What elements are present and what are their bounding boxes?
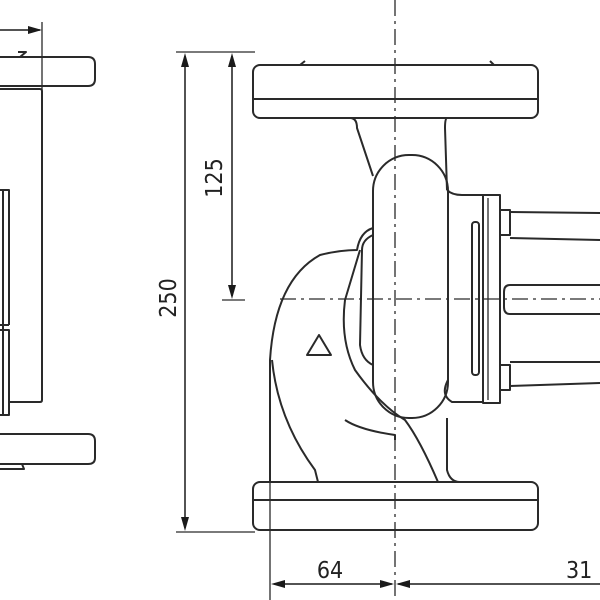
side-view bbox=[0, 22, 96, 470]
side-motor-box bbox=[0, 189, 10, 416]
front-view-pump bbox=[252, 60, 600, 531]
dim-31x-arrow-left bbox=[396, 580, 410, 588]
right-leg bbox=[446, 418, 461, 483]
bottom-flange bbox=[252, 481, 539, 531]
bolt-top bbox=[499, 209, 511, 236]
side-top-flange bbox=[0, 51, 96, 87]
dim-125-arrow-bottom bbox=[228, 285, 236, 299]
flange-slot bbox=[471, 221, 480, 376]
outlet-outer-contour bbox=[269, 227, 374, 482]
vertical-dimensions: 250 125 bbox=[156, 51, 255, 533]
inlet-neck bbox=[349, 117, 448, 191]
volute-casing bbox=[372, 154, 449, 419]
casing-to-flange bbox=[443, 189, 483, 403]
top-flange bbox=[252, 64, 539, 119]
dim-125-label: 125 bbox=[202, 158, 228, 198]
outlet-inner-contour bbox=[342, 234, 439, 483]
dim-64-arrow-left bbox=[271, 580, 285, 588]
bolt-bottom bbox=[499, 364, 511, 391]
side-bottom-flange bbox=[0, 433, 96, 470]
outlet-leg bbox=[271, 359, 396, 483]
dim-64-arrow-right bbox=[380, 580, 394, 588]
motor-rib-top bbox=[509, 211, 600, 241]
flow-direction-triangle-icon bbox=[306, 334, 332, 356]
side-body bbox=[0, 88, 43, 403]
horizontal-dimensions: 64 31 bbox=[269, 482, 600, 600]
motor-rib-bottom bbox=[509, 361, 600, 387]
dim-250-label: 250 bbox=[156, 278, 182, 318]
dim-31x-label: 31 bbox=[566, 558, 592, 584]
dim-250-arrow-top bbox=[181, 53, 189, 67]
dim-250-arrow-bottom bbox=[181, 517, 189, 531]
motor-rib-middle bbox=[503, 284, 600, 315]
motor-flange bbox=[482, 194, 501, 404]
dim-125-arrow-top bbox=[228, 53, 236, 67]
dim-64-label: 64 bbox=[317, 558, 343, 584]
side-dimension-arrow bbox=[28, 26, 42, 34]
